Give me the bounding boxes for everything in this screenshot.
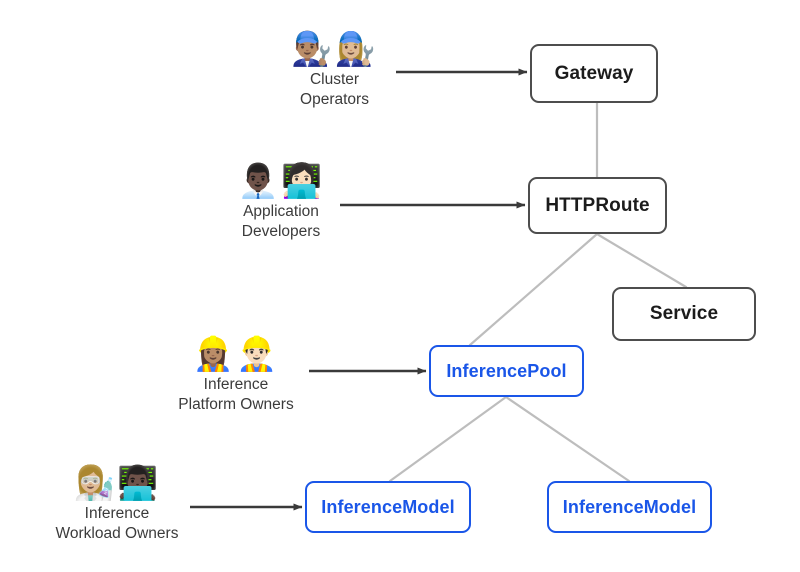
edge-httproute-inferencepool <box>468 232 599 347</box>
application-developers-emoji-pair: 👨🏿‍💼👩🏻‍💻 <box>237 162 325 199</box>
node-inferencemodel-2[interactable]: InferenceModel <box>547 481 712 533</box>
persona-inference-platform-owners: 👷🏽‍♀️👷🏻‍♂️ Inference Platform Owners <box>155 337 317 416</box>
inference-workload-owners-emoji-pair: 👩🏼‍🔬👨🏿‍💻 <box>73 464 161 501</box>
inference-platform-owners-emoji-pair: 👷🏽‍♀️👷🏻‍♂️ <box>192 335 280 372</box>
persona-cluster-operators: 👨🏽‍🔧👩🏼‍🔧 Cluster Operators <box>262 32 407 111</box>
edge-httproute-service <box>595 232 688 289</box>
cluster-operators-emoji-pair: 👨🏽‍🔧👩🏼‍🔧 <box>291 30 378 67</box>
cluster-operators-label: Cluster Operators <box>300 71 369 109</box>
inference-workload-owners-label: Inference Workload Owners <box>55 505 179 543</box>
node-inferencepool[interactable]: InferencePool <box>429 345 584 397</box>
node-service[interactable]: Service <box>612 287 756 341</box>
node-httproute[interactable]: HTTPRoute <box>528 177 667 234</box>
persona-inference-workload-owners: 👩🏼‍🔬👨🏿‍💻 Inference Workload Owners <box>28 466 206 545</box>
persona-application-developers: 👨🏿‍💼👩🏻‍💻 Application Developers <box>207 164 355 243</box>
edge-inferencepool-inferencemodel-2 <box>504 395 631 483</box>
application-developers-label: Application Developers <box>241 203 321 241</box>
edge-inferencepool-inferencemodel-1 <box>388 395 508 483</box>
node-gateway[interactable]: Gateway <box>530 44 658 103</box>
node-inferencemodel-1[interactable]: InferenceModel <box>305 481 471 533</box>
inference-platform-owners-label: Inference Platform Owners <box>178 376 294 414</box>
